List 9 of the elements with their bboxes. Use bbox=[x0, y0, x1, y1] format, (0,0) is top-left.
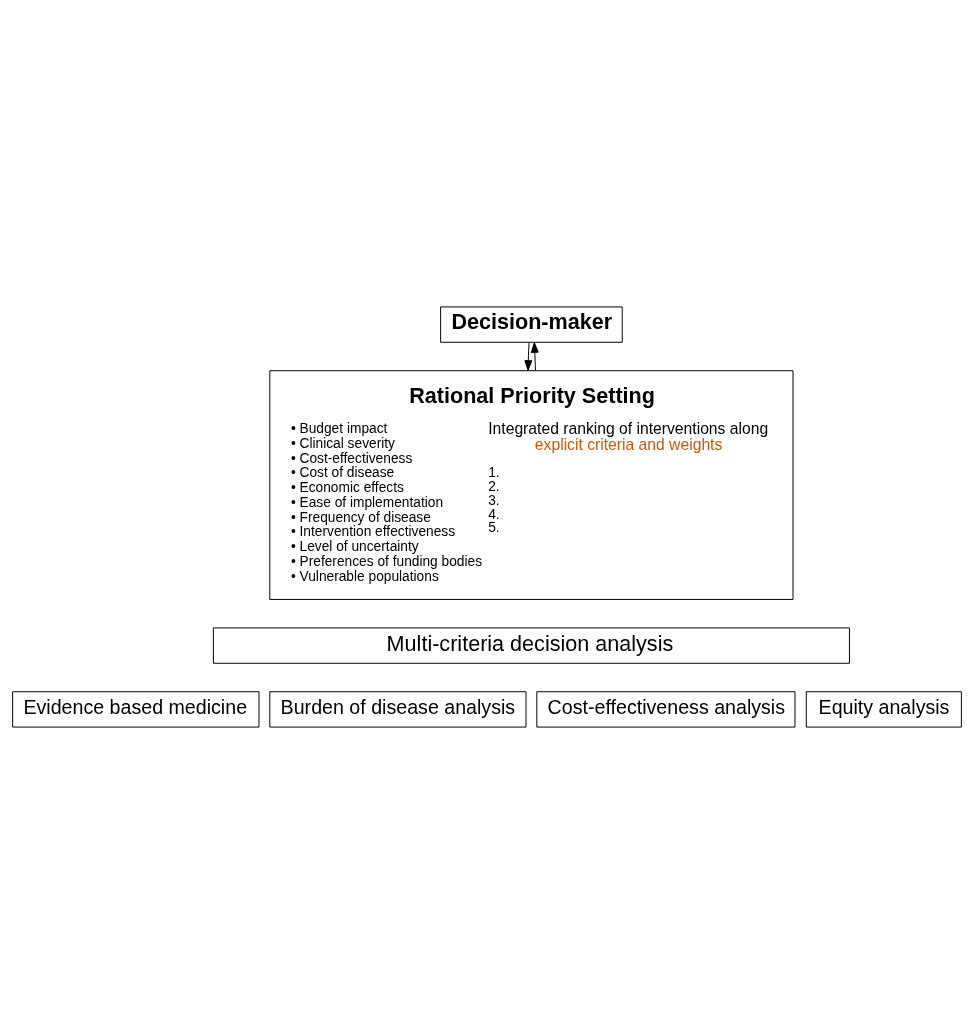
node-box: Cost-effectiveness analysis bbox=[536, 691, 796, 728]
node-box: Decision-maker bbox=[440, 306, 623, 343]
node-box: Burden of disease analysis bbox=[269, 691, 527, 728]
arrow bbox=[524, 342, 533, 371]
node-box: Equity analysis bbox=[805, 691, 962, 728]
arrow bbox=[530, 342, 539, 371]
node-box: Multi-criteria decision analysis bbox=[212, 627, 850, 664]
node-box: Rational Priority Setting • Budget impact • Clinical severity • Cost-effectiveness • Cost of disease • Economic effects • Ease of implementation • Frequency of disease • Intervention effectiveness • Level of uncertainty • Preferences of funding bodies • Vulnerable populations Integrated ranking of interventions along explicit criteria and weights 1. 2. 3. 4. 5. bbox=[269, 370, 794, 600]
node-box: Evidence based medicine bbox=[12, 691, 260, 728]
